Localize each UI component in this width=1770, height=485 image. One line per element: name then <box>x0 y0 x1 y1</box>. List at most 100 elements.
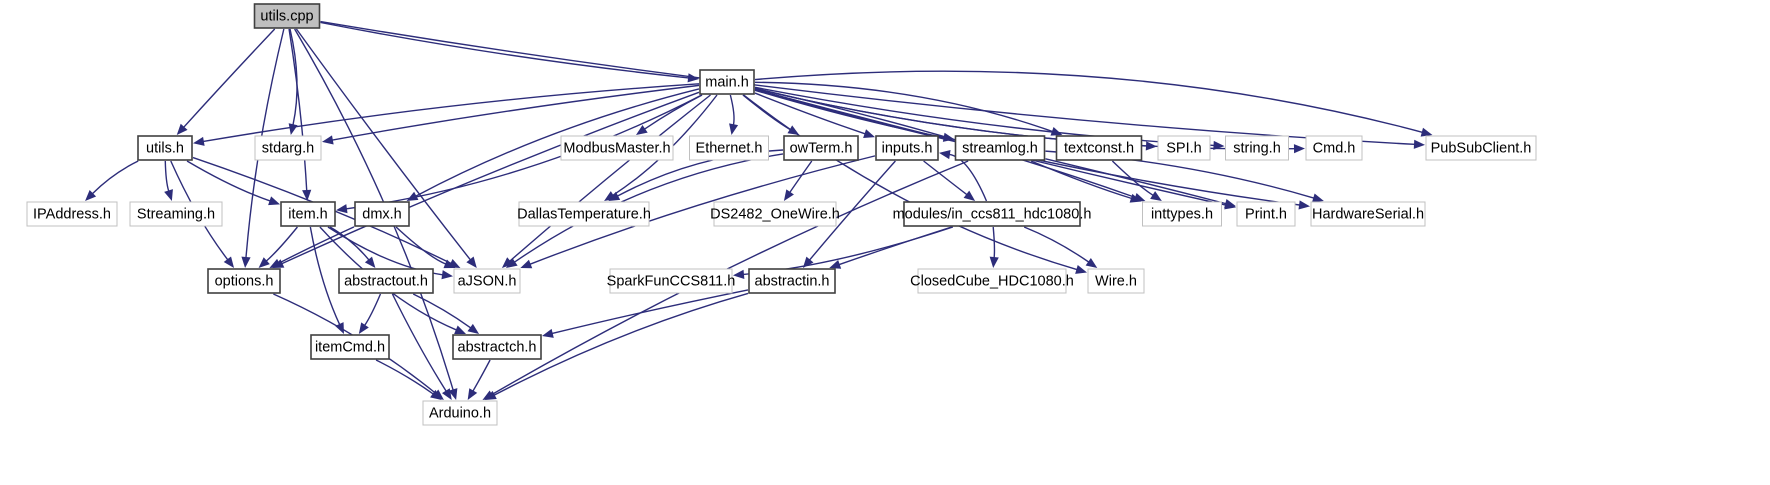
node-box[interactable] <box>280 201 336 227</box>
graph-node-sparkfun-h[interactable]: SparkFunCCS811.h <box>607 268 736 294</box>
graph-node-abstractout-h[interactable]: abstractout.h <box>338 268 434 294</box>
dependency-edge <box>923 160 968 196</box>
graph-node-textconst-h[interactable]: textconst.h <box>1055 135 1143 161</box>
graph-node-inttypes-h[interactable]: inttypes.h <box>1142 201 1222 227</box>
edge-arrowhead <box>467 388 478 400</box>
node-box[interactable] <box>609 268 733 294</box>
node-box[interactable] <box>1087 268 1145 294</box>
graph-node-dallastemp-h[interactable]: DallasTemperature.h <box>517 201 651 227</box>
graph-node-utils-cpp[interactable]: utils.cpp <box>253 3 321 29</box>
edge-arrowhead <box>687 73 699 83</box>
edge-arrowhead <box>302 189 312 201</box>
node-box[interactable] <box>875 135 939 161</box>
node-box[interactable] <box>1305 135 1363 161</box>
graph-node-ajson-h[interactable]: aJSON.h <box>453 268 521 294</box>
node-box[interactable] <box>453 268 521 294</box>
graph-node-ethernet-h[interactable]: Ethernet.h <box>689 135 769 161</box>
graph-node-pubsubclient-h[interactable]: PubSubClient.h <box>1425 135 1537 161</box>
node-box[interactable] <box>1142 201 1222 227</box>
dependency-edge <box>288 28 308 191</box>
node-box[interactable] <box>1236 201 1296 227</box>
node-box[interactable] <box>903 201 1081 227</box>
node-box[interactable] <box>699 69 755 95</box>
edge-arrowhead <box>454 325 467 334</box>
dependency-edge <box>395 226 446 265</box>
graph-node-inputs-h[interactable]: inputs.h <box>875 135 939 161</box>
edge-arrowhead <box>863 129 875 138</box>
graph-node-closedcube-h[interactable]: ClosedCube_HDC1080.h <box>910 268 1074 294</box>
graph-node-streaming-h[interactable]: Streaming.h <box>129 201 223 227</box>
edge-arrowhead <box>729 123 739 135</box>
edge-arrowhead <box>636 124 648 135</box>
graph-node-owterm-h[interactable]: owTerm.h <box>783 135 859 161</box>
edge-arrowhead <box>241 256 251 268</box>
edge-arrowhead <box>269 258 282 268</box>
node-box[interactable] <box>1157 135 1211 161</box>
graph-node-itemcmd-h[interactable]: itemCmd.h <box>310 334 390 360</box>
dependency-edge <box>186 160 271 202</box>
node-box[interactable] <box>310 334 390 360</box>
graph-node-wire-h[interactable]: Wire.h <box>1087 268 1145 294</box>
node-box[interactable] <box>354 201 410 227</box>
node-box[interactable] <box>26 201 118 227</box>
graph-node-arduino-h[interactable]: Arduino.h <box>422 400 498 426</box>
dependency-edge <box>265 226 298 262</box>
node-box[interactable] <box>1425 135 1537 161</box>
node-box[interactable] <box>129 201 223 227</box>
graph-node-abstractin-h[interactable]: abstractin.h <box>748 268 836 294</box>
graph-node-utils-h[interactable]: utils.h <box>137 135 193 161</box>
node-box[interactable] <box>137 135 193 161</box>
node-box[interactable] <box>783 135 859 161</box>
graph-node-abstractch-h[interactable]: abstractch.h <box>452 334 542 360</box>
node-box[interactable] <box>254 135 322 161</box>
graph-node-hardwareser-h[interactable]: HardwareSerial.h <box>1310 201 1426 227</box>
dependency-edge <box>838 226 952 266</box>
graph-node-stdarg-h[interactable]: stdarg.h <box>254 135 322 161</box>
edge-arrowhead <box>467 323 480 334</box>
node-box[interactable] <box>422 400 498 426</box>
edge-arrowhead <box>164 189 173 201</box>
node-box[interactable] <box>917 268 1067 294</box>
edge-arrowhead <box>1050 126 1063 136</box>
node-box[interactable] <box>207 268 281 294</box>
node-box[interactable] <box>518 201 650 227</box>
graph-node-spi-h[interactable]: SPI.h <box>1157 135 1211 161</box>
edge-arrowhead <box>829 260 842 269</box>
graph-node-in-ccs811-h[interactable]: modules/in_ccs811_hdc1080.h <box>893 201 1092 227</box>
node-box[interactable] <box>1055 135 1143 161</box>
dependency-edge <box>391 293 447 392</box>
edge-arrowhead <box>733 269 745 279</box>
node-box[interactable] <box>338 268 434 294</box>
dependency-edge <box>346 94 703 210</box>
graph-node-main-h[interactable]: main.h <box>699 69 755 95</box>
node-box[interactable] <box>713 201 837 227</box>
edge-arrowhead <box>1298 200 1310 210</box>
node-box[interactable] <box>954 135 1046 161</box>
edge-arrowhead <box>963 190 976 201</box>
graph-node-streamlog-h[interactable]: streamlog.h <box>954 135 1046 161</box>
graph-node-item-h[interactable]: item.h <box>280 201 336 227</box>
graph-node-modbusmaster-h[interactable]: ModbusMaster.h <box>560 135 674 161</box>
node-box[interactable] <box>560 135 674 161</box>
dependency-edge <box>754 70 1423 133</box>
node-box[interactable] <box>689 135 769 161</box>
graph-node-dmx-h[interactable]: dmx.h <box>354 201 410 227</box>
graph-node-print-h[interactable]: Print.h <box>1236 201 1296 227</box>
graph-node-ipaddress-h[interactable]: IPAddress.h <box>26 201 118 227</box>
node-box[interactable] <box>748 268 836 294</box>
node-box[interactable] <box>452 334 542 360</box>
dependency-edge <box>320 21 689 79</box>
node-box[interactable] <box>1225 135 1289 161</box>
dependency-edge <box>729 94 735 125</box>
graph-node-string-h[interactable]: string.h <box>1225 135 1289 161</box>
node-box[interactable] <box>1310 201 1426 227</box>
dependency-edge <box>92 160 139 195</box>
dependency-edge <box>754 81 1053 133</box>
graph-node-ds2482-h[interactable]: DS2482_OneWire.h <box>710 201 840 227</box>
node-box[interactable] <box>253 3 321 29</box>
edge-arrowhead <box>1150 191 1162 201</box>
graph-node-options-h[interactable]: options.h <box>207 268 281 294</box>
dependency-edge <box>412 293 471 329</box>
edge-arrowhead <box>442 388 452 400</box>
graph-node-cmd-h[interactable]: Cmd.h <box>1305 135 1363 161</box>
